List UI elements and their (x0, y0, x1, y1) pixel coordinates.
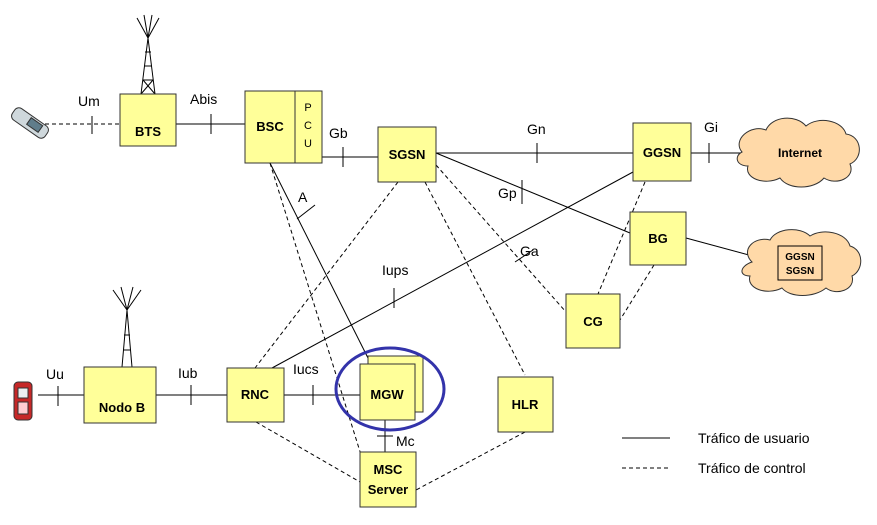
node-bts-label: BTS (135, 124, 161, 139)
label-ga: Ga (520, 243, 539, 259)
interface-labels: Um Abis Gb Gn Gi Gp A Ga Iups Uu Iub Iuc… (46, 91, 718, 449)
node-pcu-label-p: P (304, 102, 311, 114)
node-nodeb-label: Nodo B (99, 400, 145, 415)
mgw-highlight-ellipse (334, 346, 446, 432)
legend: Tráfico de usuario Tráfico de control (622, 430, 810, 476)
tick-ga (514, 249, 534, 263)
node-pcu-label-c: C (304, 120, 312, 132)
label-mc: Mc (396, 433, 415, 449)
node-rnc-label: RNC (241, 387, 270, 402)
node-msc-label: MSC (374, 462, 404, 477)
label-iups: Iups (382, 262, 408, 278)
node-cg-label: CG (583, 314, 603, 329)
label-iucs: Iucs (293, 361, 319, 377)
bts-antenna-icon (136, 14, 160, 95)
label-gb: Gb (329, 125, 348, 141)
node-cg: CG (565, 293, 621, 349)
ue-handset-icon (13, 381, 33, 421)
tick-a (296, 204, 316, 220)
cloud-internet: Internet (736, 117, 860, 188)
label-gp: Gp (498, 185, 517, 201)
link-bsc-msc (269, 162, 363, 459)
link-rnc-ggsn (271, 171, 634, 369)
node-pcu-label-u: U (304, 138, 312, 150)
label-gi: Gi (704, 119, 718, 135)
node-ggsn-label: GGSN (643, 145, 681, 160)
link-bg-cg (619, 264, 655, 321)
node-ggsn: GGSN (632, 122, 692, 182)
node-mgw: MGW (359, 355, 424, 421)
node-bts: BTS (119, 93, 177, 147)
label-a: A (298, 189, 308, 205)
node-pcu: P C U (294, 90, 323, 164)
node-rnc: RNC (226, 367, 285, 423)
link-sgsn-bg (435, 152, 631, 234)
nodeb-antenna-icon (112, 286, 142, 368)
link-ggsn-cg (597, 181, 646, 295)
node-hlr: HLR (497, 376, 554, 433)
node-msc-server: MSC Server (359, 451, 417, 508)
node-bg-label: BG (648, 231, 668, 246)
link-hlr-msc (415, 431, 526, 491)
label-iub: Iub (178, 365, 198, 381)
legend-control-traffic-label: Tráfico de control (698, 460, 806, 476)
link-sgsn-cg (435, 164, 567, 313)
node-bsc: BSC (244, 90, 296, 164)
label-abis: Abis (190, 91, 217, 107)
node-mgw-label: MGW (370, 387, 404, 402)
node-sgsn: SGSN (377, 126, 437, 183)
node-bsc-label: BSC (256, 119, 284, 134)
label-um: Um (78, 93, 100, 109)
label-gn: Gn (527, 121, 546, 137)
link-bsc-mgw (269, 162, 371, 363)
label-uu: Uu (46, 366, 64, 382)
connections (38, 114, 761, 491)
node-hlr-label: HLR (512, 397, 539, 412)
mobile-phone-icon (11, 107, 49, 139)
cloud-remote-ggsn-label: GGSN (785, 252, 814, 263)
link-rnc-msc (255, 421, 361, 483)
node-nodeb: Nodo B (83, 366, 157, 424)
cloud-remote-network: GGSN SGSN (741, 229, 862, 296)
cloud-internet-label: Internet (778, 146, 822, 160)
legend-user-traffic-label: Tráfico de usuario (698, 430, 810, 446)
link-sgsn-hlr (424, 181, 526, 376)
cloud-remote-sgsn-label: SGSN (786, 266, 814, 277)
remote-node-box (777, 245, 823, 281)
node-bg: BG (629, 211, 687, 266)
node-msc-server-label: Server (368, 482, 408, 497)
node-sgsn-label: SGSN (389, 147, 426, 162)
